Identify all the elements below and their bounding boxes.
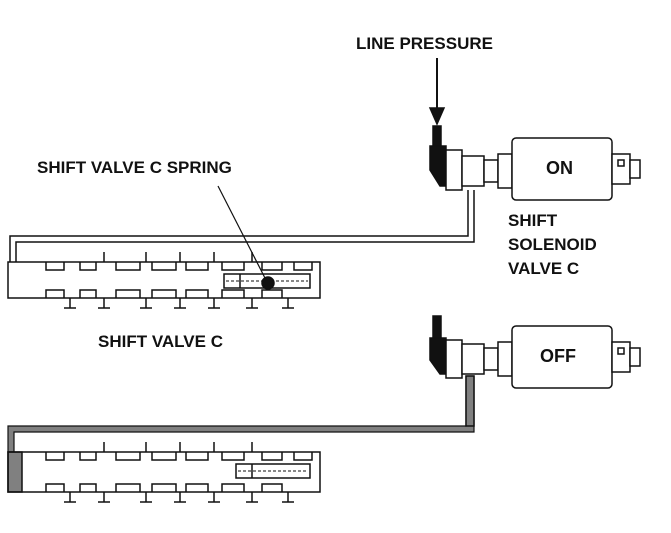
line-pressure-label: LINE PRESSURE <box>356 34 493 53</box>
top-output-line <box>9 190 475 262</box>
spring-indicator-dot <box>261 276 275 290</box>
shift-valve-label: SHIFT VALVE C <box>98 332 223 351</box>
bottom-inlet-fitting <box>429 315 447 375</box>
solenoid-label-line3: VALVE C <box>508 259 580 278</box>
solenoid-state-bottom: OFF <box>540 346 576 366</box>
spring-label: SHIFT VALVE C SPRING <box>37 158 232 177</box>
line-pressure-arrow <box>428 58 446 126</box>
bottom-shift-valve-body <box>7 442 321 503</box>
solenoid-label-line2: SOLENOID <box>508 235 597 254</box>
spring-leader-line <box>217 185 267 281</box>
solenoid-state-top: ON <box>546 158 573 178</box>
top-inlet-fitting <box>429 125 447 187</box>
bottom-solenoid <box>445 325 641 389</box>
top-solenoid <box>445 137 641 201</box>
solenoid-label-line1: SHIFT <box>508 211 558 230</box>
